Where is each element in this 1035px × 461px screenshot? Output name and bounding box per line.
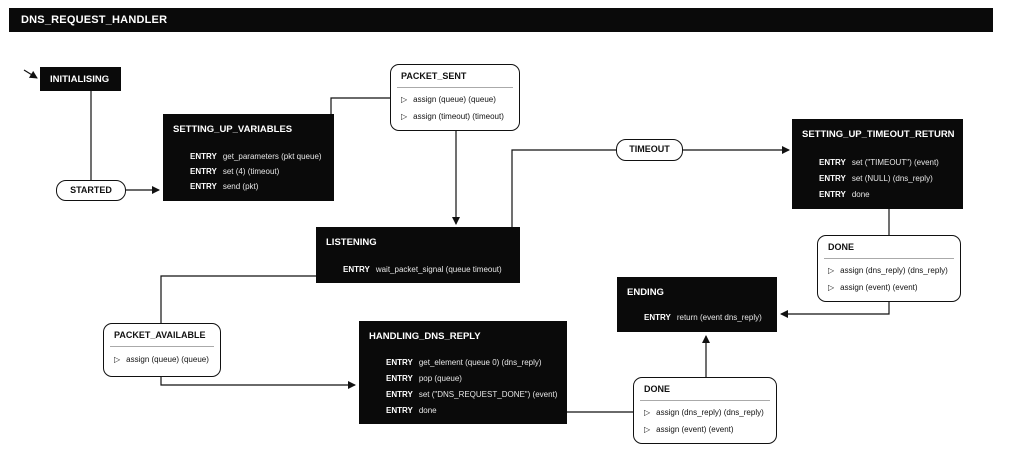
wire-setting-up-packet-sent (330, 97, 390, 114)
initial-state-icon (23, 69, 38, 79)
wire-packet-available-handling (160, 377, 356, 389)
transition-action: ▷assign (dns_reply) (dns_reply) (644, 408, 764, 417)
transition-action: ▷assign (queue) (queue) (114, 355, 209, 364)
play-triangle-icon: ▷ (828, 283, 835, 292)
transition-name: TIMEOUT (629, 144, 670, 154)
play-triangle-icon: ▷ (644, 408, 651, 417)
transition-started[interactable]: STARTED (56, 180, 126, 201)
play-triangle-icon: ▷ (644, 425, 651, 434)
play-triangle-icon: ▷ (114, 355, 121, 364)
play-triangle-icon: ▷ (828, 266, 835, 275)
state-name: HANDLING_DNS_REPLY (369, 331, 481, 342)
transition-name: DONE (828, 242, 855, 252)
state-name: ENDING (627, 287, 664, 298)
play-triangle-icon: ▷ (401, 112, 408, 121)
divider (824, 258, 954, 259)
transition-action: ▷assign (dns_reply) (dns_reply) (828, 266, 948, 275)
state-initialising[interactable]: INITIALISING (40, 67, 121, 91)
state-name: LISTENING (326, 237, 377, 248)
transition-name: DONE (644, 384, 671, 394)
transition-done-upper[interactable]: DONE ▷assign (dns_reply) (dns_reply) ▷as… (817, 235, 961, 302)
wire-listening-timeout (511, 149, 616, 227)
transition-name: PACKET_AVAILABLE (114, 330, 206, 340)
wire-done-upper-ending (780, 302, 890, 318)
transition-name: STARTED (70, 185, 112, 195)
transition-packet-sent[interactable]: PACKET_SENT ▷assign (queue) (queue) ▷ass… (390, 64, 520, 131)
wire-listening-packet-available (160, 275, 316, 323)
transition-action: ▷assign (timeout) (timeout) (401, 112, 504, 121)
state-name: SETTING_UP_VARIABLES (173, 124, 293, 135)
transition-action: ▷assign (event) (event) (828, 283, 918, 292)
transition-name: PACKET_SENT (401, 71, 467, 81)
diagram-title: DNS_REQUEST_HANDLER (9, 8, 993, 32)
play-triangle-icon: ▷ (401, 95, 408, 104)
state-name: SETTING_UP_TIMEOUT_RETURN (802, 129, 955, 140)
divider (397, 87, 513, 88)
state-name: INITIALISING (50, 74, 110, 85)
transition-action: ▷assign (event) (event) (644, 425, 734, 434)
transition-timeout[interactable]: TIMEOUT (616, 139, 683, 161)
divider (110, 346, 214, 347)
divider (640, 400, 770, 401)
transition-packet-available[interactable]: PACKET_AVAILABLE ▷assign (queue) (queue) (103, 323, 221, 377)
transition-done-lower[interactable]: DONE ▷assign (dns_reply) (dns_reply) ▷as… (633, 377, 777, 444)
transition-action: ▷assign (queue) (queue) (401, 95, 496, 104)
